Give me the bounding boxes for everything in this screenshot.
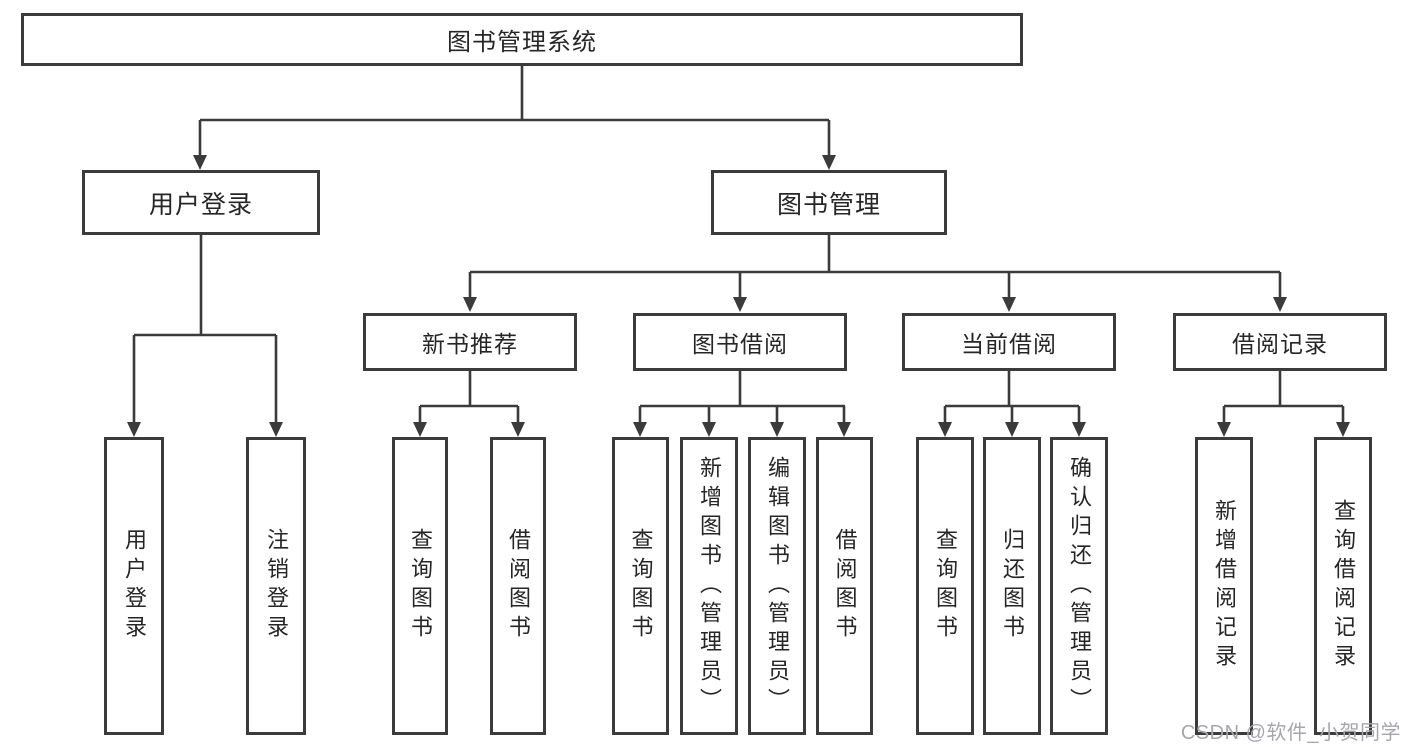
- node-label: 查询图书: [408, 528, 433, 644]
- csdn-watermark: CSDN @软件_小贺同学: [1180, 722, 1401, 744]
- leaf-borrow-books: 借阅图书: [816, 437, 873, 735]
- node-label: 借阅图书: [832, 528, 858, 644]
- node-label: 用户登录: [148, 190, 253, 219]
- node-label: 查询图书: [628, 528, 654, 644]
- leaf-query-books: 查询图书: [916, 437, 974, 735]
- node-label: 编辑图书（管理员）: [765, 455, 790, 717]
- node-label: 新增图书（管理员）: [697, 455, 722, 717]
- node-user-login: 用户登录: [82, 170, 320, 235]
- node-book-borrow: 图书借阅: [633, 313, 847, 371]
- node-book-management: 图书管理: [711, 170, 947, 235]
- leaf-query-books: 查询图书: [392, 437, 448, 735]
- node-label: 确认归还（管理员）: [1067, 455, 1092, 717]
- leaf-confirm-return-admin: 确认归还（管理员）: [1050, 437, 1108, 735]
- node-label: 新书推荐: [422, 331, 518, 357]
- leaf-borrow-books: 借阅图书: [490, 437, 546, 735]
- leaf-logout: 注销登录: [246, 437, 306, 735]
- node-label: 图书借阅: [692, 331, 788, 357]
- leaf-return-books: 归还图书: [983, 437, 1041, 735]
- node-label: 当前借阅: [961, 331, 1057, 357]
- node-label: 注销登录: [264, 528, 289, 644]
- leaf-edit-book-admin: 编辑图书（管理员）: [748, 437, 806, 735]
- node-label: 图书管理系统: [447, 29, 597, 56]
- node-label: 用户登录: [122, 528, 147, 644]
- node-borrow-records: 借阅记录: [1173, 313, 1387, 371]
- leaf-user-login: 用户登录: [104, 437, 164, 735]
- node-label: 新增借阅记录: [1212, 499, 1237, 673]
- node-new-book-recommend: 新书推荐: [363, 313, 577, 371]
- node-label: 借阅记录: [1232, 331, 1328, 357]
- node-label: 借阅图书: [506, 528, 531, 644]
- node-label: 查询借阅记录: [1331, 499, 1356, 673]
- node-current-borrow: 当前借阅: [902, 313, 1116, 371]
- node-label: 归还图书: [1000, 528, 1025, 644]
- leaf-query-books: 查询图书: [612, 437, 669, 735]
- leaf-query-borrow-record: 查询借阅记录: [1314, 437, 1372, 735]
- leaf-add-borrow-record: 新增借阅记录: [1195, 437, 1253, 735]
- leaf-add-book-admin: 新增图书（管理员）: [680, 437, 738, 735]
- node-label: 图书管理: [776, 190, 881, 219]
- node-library-management-system: 图书管理系统: [21, 13, 1023, 66]
- node-label: 查询图书: [933, 528, 958, 644]
